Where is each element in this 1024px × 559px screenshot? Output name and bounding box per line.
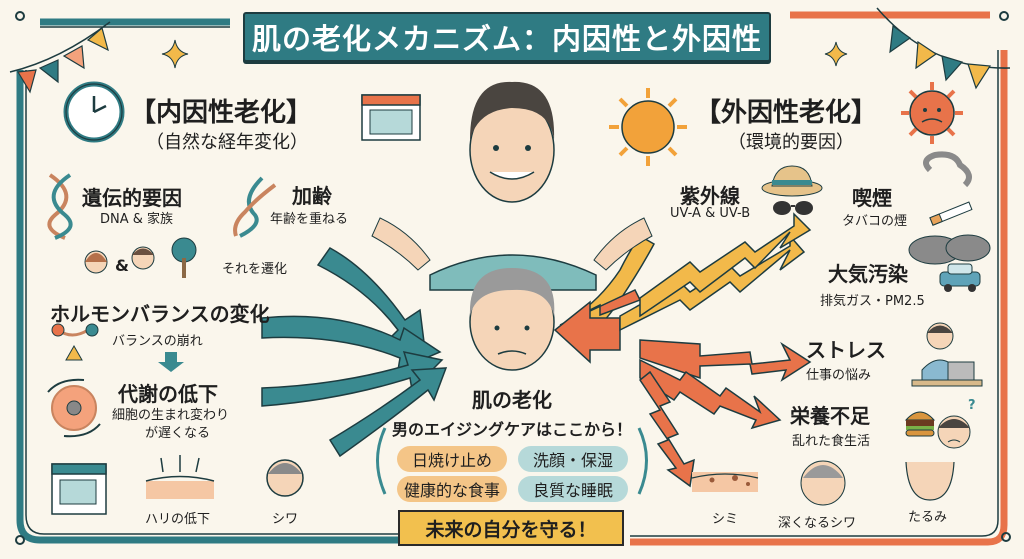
- angry-sun-icon: [901, 82, 963, 144]
- intrinsic-arrows: [261, 247, 448, 458]
- calendar-icon: [361, 94, 421, 141]
- question-mark: ?: [968, 398, 976, 413]
- factor-age-title: 加齢: [292, 184, 332, 208]
- factor-smoking-title: 喫煙: [852, 186, 892, 210]
- wrinkled-face-icon: [266, 459, 304, 497]
- result-firmness-loss: ハリの低下: [145, 512, 211, 527]
- bracket-right: [637, 427, 648, 495]
- tip-sunscreen: 日焼け止め: [397, 446, 507, 472]
- result-wrinkles: シワ: [272, 512, 299, 527]
- deep-wrinkles-face-icon: [800, 460, 846, 506]
- young-man-illustration: [371, 81, 653, 291]
- factor-metabolism-subtitle: 細胞の生まれ変わり: [112, 408, 230, 423]
- sparkle-icon: [824, 41, 848, 67]
- factor-nutrition-subtitle: 乱れた食生活: [792, 434, 871, 449]
- clock-icon: [63, 81, 125, 143]
- right-frame: [630, 11, 1011, 546]
- extrinsic-subheading: （環境的要因）: [728, 132, 854, 153]
- cell-cycle-icon: [47, 378, 101, 438]
- extrinsic-heading: 【外因性老化】: [695, 98, 878, 128]
- factor-metabolism-title: 代謝の低下: [118, 382, 218, 406]
- bunting-icon-right: [876, 7, 1011, 90]
- extrinsic-arrows: [553, 212, 812, 488]
- intrinsic-subheading: （自然な経年変化）: [146, 132, 308, 153]
- family-ampersand: &: [115, 256, 129, 275]
- dna-icon: [47, 173, 73, 240]
- factor-genetics-subtitle: DNA & 家族: [100, 212, 174, 227]
- page-title: 肌の老化メカニズム：内因性と外因性: [243, 12, 771, 62]
- arrow-note: それを遷化: [222, 262, 288, 277]
- sparkle-icon: [161, 39, 189, 69]
- dna-icon: [233, 176, 277, 238]
- tip-cleansing: 洗顔・保湿: [518, 446, 628, 472]
- tip-good-sleep: 良質な睡眠: [518, 476, 628, 502]
- aged-man-illustration: [469, 268, 555, 371]
- burger-icon: [904, 411, 936, 437]
- center-tagline: 男のエイジングケアはここから！: [392, 420, 633, 439]
- factor-pollution-title: 大気汚染: [828, 262, 908, 286]
- center-label: 肌の老化: [472, 388, 552, 412]
- cigarette-icon: [929, 201, 973, 226]
- factor-age-subtitle: 年齢を重ねる: [270, 212, 349, 227]
- down-arrow-icon: [158, 352, 184, 372]
- factor-uv-title: 紫外線: [680, 184, 740, 208]
- smog-icon: [908, 234, 991, 265]
- factor-pollution-subtitle: 排気ガス・PM2.5: [820, 294, 925, 309]
- factor-smoking-subtitle: タバコの煙: [842, 214, 908, 229]
- factor-genetics-title: 遺伝的要因: [82, 186, 182, 210]
- skin-firmness-icon: [145, 455, 215, 499]
- factor-uv-subtitle: UV-A & UV-B: [670, 206, 751, 221]
- car-icon: [939, 263, 981, 292]
- sun-icon: [609, 88, 687, 166]
- factor-hormone-subtitle: バランスの崩れ: [112, 334, 203, 349]
- bunting-icon-left: [9, 21, 111, 94]
- factor-stress-subtitle: 仕事の悩み: [806, 368, 872, 383]
- calendar-icon: [51, 463, 107, 515]
- worried-face-icon: [937, 415, 971, 449]
- sagging-jaw-icon: [905, 461, 955, 501]
- factor-stress-title: ストレス: [806, 338, 886, 362]
- skin-spots-icon: [691, 472, 759, 492]
- cta-ribbon: 未来の自分を守る！: [398, 510, 624, 546]
- intrinsic-heading: 【内因性老化】: [130, 98, 313, 128]
- left-frame: [15, 11, 400, 545]
- family-icon: [84, 237, 197, 278]
- stressed-man-icon: [911, 322, 983, 387]
- balance-scale-icon: [51, 323, 99, 361]
- sunglasses-icon: [773, 201, 813, 215]
- bracket-left: [376, 427, 387, 495]
- result-deep-wrinkles: 深くなるシワ: [778, 516, 857, 531]
- factor-nutrition-title: 栄養不足: [790, 404, 870, 428]
- straw-hat-icon: [761, 165, 823, 197]
- result-spots: シミ: [712, 512, 739, 527]
- tip-healthy-diet: 健康的な食事: [397, 476, 507, 502]
- factor-metabolism-subtitle2: が遅くなる: [145, 426, 211, 441]
- smoke-icon: [923, 151, 972, 188]
- result-sagging: たるみ: [908, 510, 948, 525]
- factor-hormone-title: ホルモンバランスの変化: [50, 302, 270, 326]
